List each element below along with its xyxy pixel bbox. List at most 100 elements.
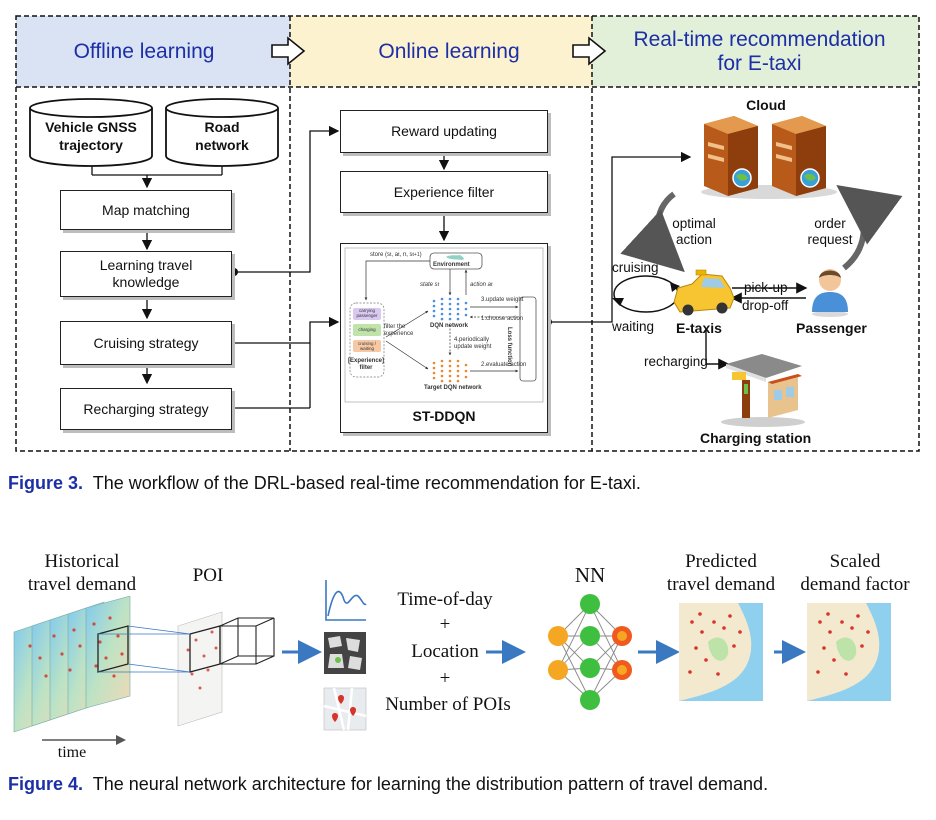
figure-4-caption-text: The neural network architecture for lear…	[92, 774, 769, 794]
scaled-demand-map	[807, 603, 891, 701]
header-arrow-2	[572, 36, 607, 66]
map-matching-label: Map matching	[102, 201, 190, 218]
mini-periodic-line2: update weight	[454, 344, 492, 350]
online-header: Online learning	[310, 16, 588, 87]
mini-choose-action-label: 1.choose action	[481, 316, 524, 322]
mini-chip-2: charging	[358, 327, 376, 332]
dropoff-label: drop-off	[742, 298, 789, 313]
mini-periodic-line1: 4.periodically	[454, 337, 490, 343]
mini-exp-filter-label: [Experience] filter	[347, 358, 385, 372]
mini-action-label: action at	[470, 282, 493, 288]
realtime-header: Real-time recommendation for E-taxi	[600, 16, 919, 87]
mini-exp-filter-line1: [Experience]	[347, 358, 384, 364]
mini-exp-filter-line2: filter	[359, 365, 373, 371]
vehicle-gnss-line2: trajectory	[59, 137, 123, 153]
vehicle-gnss-database-icon	[29, 98, 153, 167]
realtime-flow-arrows	[612, 184, 903, 370]
learning-line1: Learning travel	[99, 257, 193, 273]
number-of-pois-label: Number of POIs	[385, 694, 511, 715]
time-of-day-chart-icon	[325, 580, 367, 621]
online-header-bg	[290, 16, 592, 87]
realtime-header-bg	[592, 16, 919, 87]
optimal-action-label: optimal action	[664, 216, 724, 248]
plus-2: +	[439, 668, 451, 689]
historical-line1: Historical	[44, 551, 120, 572]
predicted-line2: travel demand	[666, 574, 776, 595]
road-network-line1: Road	[204, 119, 240, 135]
cloud-server-icon	[701, 116, 837, 199]
time-arrow	[42, 735, 126, 745]
pickup-label: pick-up	[744, 280, 788, 295]
mini-store-text: store (s	[370, 252, 391, 258]
number-of-pois-map-icon	[323, 687, 367, 731]
figure-4-flow-arrows	[282, 640, 806, 664]
order-line1: order	[814, 216, 846, 231]
figure-3-frame	[15, 15, 920, 452]
optimal-line2: action	[675, 232, 713, 247]
predicted-demand-label: Predicted travel demand	[656, 550, 786, 596]
figure-4-caption-label: Figure 4.	[8, 774, 84, 794]
mini-filter-line1: filter the	[384, 324, 406, 330]
predicted-demand-map	[679, 603, 763, 701]
mini-environment-label: Environment	[433, 262, 470, 268]
historical-line2: travel demand	[27, 574, 137, 595]
recharging-label: recharging	[644, 354, 708, 369]
cruising-strategy-box: Cruising strategy	[60, 321, 232, 365]
location-label: Location	[411, 641, 479, 662]
recharging-strategy-label: Recharging strategy	[83, 400, 209, 417]
experience-filter-box: Experience filter	[340, 171, 548, 213]
predicted-line1: Predicted	[685, 551, 757, 572]
charging-station-icon	[721, 354, 805, 427]
vehicle-gnss-line1: Vehicle GNSS	[45, 119, 137, 135]
plus-1: +	[439, 614, 451, 635]
mini-update-weight-label: 3.update weight	[481, 297, 524, 303]
order-line2: request	[807, 232, 853, 247]
mini-action-text: action a	[470, 282, 492, 288]
header-arrow-1	[271, 36, 306, 66]
road-network-line2: network	[195, 137, 249, 153]
scaled-demand-label: Scaled demand factor	[788, 550, 922, 596]
waiting-label: waiting	[612, 319, 655, 334]
passenger-icon	[812, 269, 848, 317]
map-matching-box: Map matching	[60, 190, 232, 230]
road-network-database-icon	[165, 98, 279, 167]
experience-filter-label: Experience filter	[393, 183, 495, 200]
scaled-line2: demand factor	[800, 574, 910, 595]
historical-demand-stack	[13, 596, 275, 733]
mini-chip-1: carrying passenger	[356, 308, 378, 318]
poi-label: POI	[192, 565, 224, 586]
st-ddqn-title: ST-DDQN	[412, 408, 476, 424]
passenger-label: Passenger	[796, 320, 867, 336]
mini-state-text: state s	[420, 282, 438, 288]
mini-filter-line2: experience	[384, 331, 414, 337]
mini-state-label: state st	[420, 282, 440, 288]
figure-3-caption: Figure 3. The workflow of the DRL-based …	[8, 473, 641, 494]
offline-header: Offline learning	[16, 16, 272, 87]
neural-network-icon	[548, 594, 632, 710]
charging-station-label: Charging station	[700, 430, 812, 446]
road-network-label: Road network	[162, 118, 282, 154]
offline-header-bg	[16, 16, 290, 87]
location-grid-map-icon	[324, 632, 366, 674]
order-request-label: order request	[798, 216, 862, 248]
nn-label: NN	[574, 563, 606, 587]
recharging-strategy-box: Recharging strategy	[60, 388, 232, 430]
cruising-strategy-label: Cruising strategy	[93, 334, 199, 351]
st-ddqn-mini-diagram	[344, 247, 544, 403]
scaled-line1: Scaled	[829, 551, 881, 572]
e-taxis-label: E-taxis	[676, 320, 722, 336]
realtime-header-line1: Real-time recommendation	[633, 27, 886, 51]
mini-store-label: store (st, at, rt, st+1)	[370, 252, 422, 258]
reward-updating-label: Reward updating	[391, 123, 497, 139]
mini-filter-label: filter the experience	[384, 324, 413, 338]
learning-travel-knowledge-box: Learning travel knowledge	[60, 251, 232, 297]
e-taxi-icon	[673, 269, 735, 316]
mini-dqn-label: DQN network	[430, 323, 469, 329]
offline-header-text: Offline learning	[73, 39, 215, 63]
cloud-label: Cloud	[746, 97, 786, 113]
learning-line2: knowledge	[112, 274, 180, 290]
mini-target-label: Target DQN network	[424, 385, 482, 391]
optimal-line1: optimal	[672, 216, 716, 231]
mini-evaluate-label: 2.evaluate action	[481, 362, 527, 368]
mini-chip-3: cruising / waiting	[357, 341, 376, 351]
